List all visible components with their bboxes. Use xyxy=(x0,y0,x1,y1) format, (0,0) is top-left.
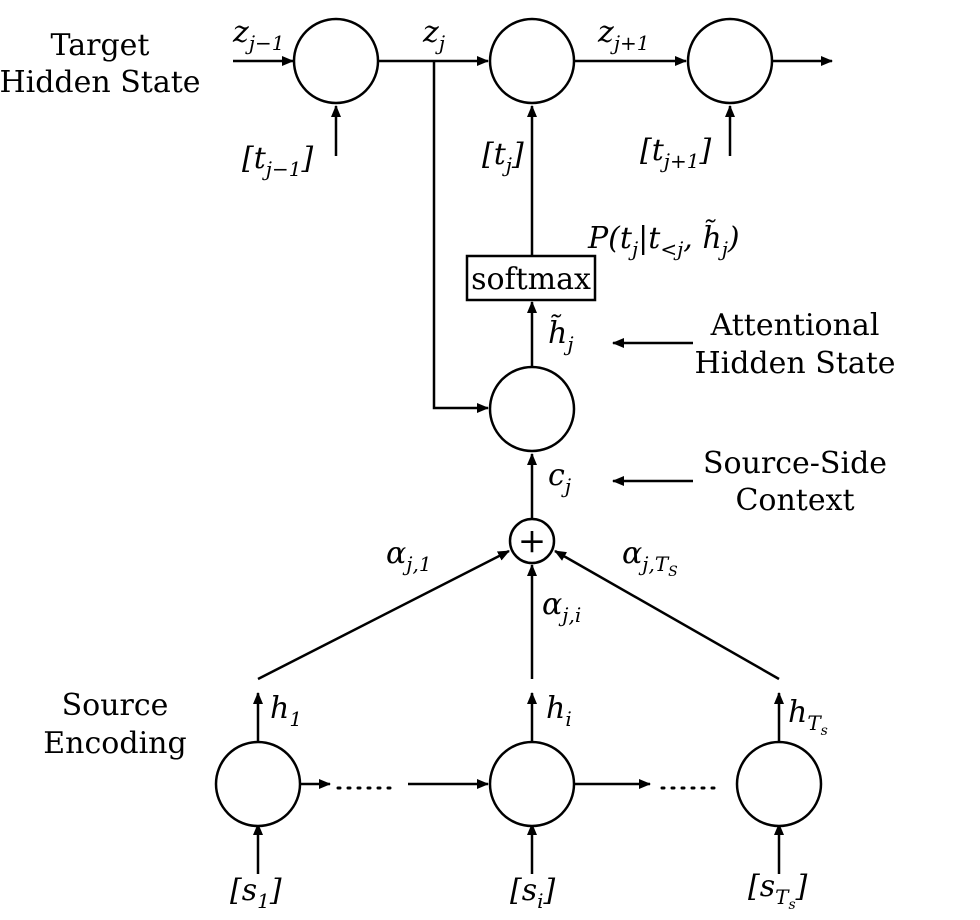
label-alpha-T: αj,TS xyxy=(622,536,678,580)
target-node-j xyxy=(488,17,576,105)
arrow-alpha-T xyxy=(554,549,780,681)
source-context-label-line1: Source-Side xyxy=(703,446,887,481)
label-h-i: hi xyxy=(546,691,572,731)
label-s-1: [s1] xyxy=(230,873,282,913)
attentional-label-line2: Hidden State xyxy=(694,346,895,381)
target-label-line2: Hidden State xyxy=(0,65,201,100)
target-node-next xyxy=(686,17,774,105)
label-alpha-i: αj,i xyxy=(542,587,581,627)
label-h-1: h1 xyxy=(270,691,302,731)
softmax-label: softmax xyxy=(471,262,591,297)
plus-symbol: + xyxy=(518,521,547,561)
label-s-i: [si] xyxy=(510,873,556,913)
label-z-prev: zj−1 xyxy=(232,15,285,55)
softmax-box xyxy=(465,254,597,302)
encoder-node-1 xyxy=(214,740,302,828)
source-encoding-label-line1: Source xyxy=(62,688,169,723)
label-t-prev: [tj−1] xyxy=(242,141,313,181)
target-node-prev xyxy=(292,17,380,105)
label-alpha-1: αj,1 xyxy=(386,536,432,576)
label-prob: P(tj|t<j, h̃j) xyxy=(587,219,740,261)
label-z-j: zj xyxy=(422,15,445,55)
label-t-j: [tj] xyxy=(482,137,524,177)
source-context-label-line2: Context xyxy=(735,483,854,518)
arrow-alpha-1 xyxy=(257,549,510,681)
label-s-T: [sTs] xyxy=(748,869,808,913)
label-h-T: hTs xyxy=(788,695,828,739)
label-t-next: [tj+1] xyxy=(640,133,711,173)
source-encoding-label-line2: Encoding xyxy=(43,726,186,761)
plus-node xyxy=(508,517,556,565)
attentional-label-line1: Attentional xyxy=(710,308,880,343)
encoder-node-T xyxy=(735,740,823,828)
label-z-next: zj+1 xyxy=(597,15,650,55)
label-c-j: cj xyxy=(548,458,571,498)
z-branch-wire xyxy=(432,61,489,413)
attentional-node xyxy=(488,365,576,453)
label-h-tilde: h̃j xyxy=(548,314,574,356)
target-label-line1: Target xyxy=(51,28,150,63)
encoder-node-i xyxy=(488,740,576,828)
